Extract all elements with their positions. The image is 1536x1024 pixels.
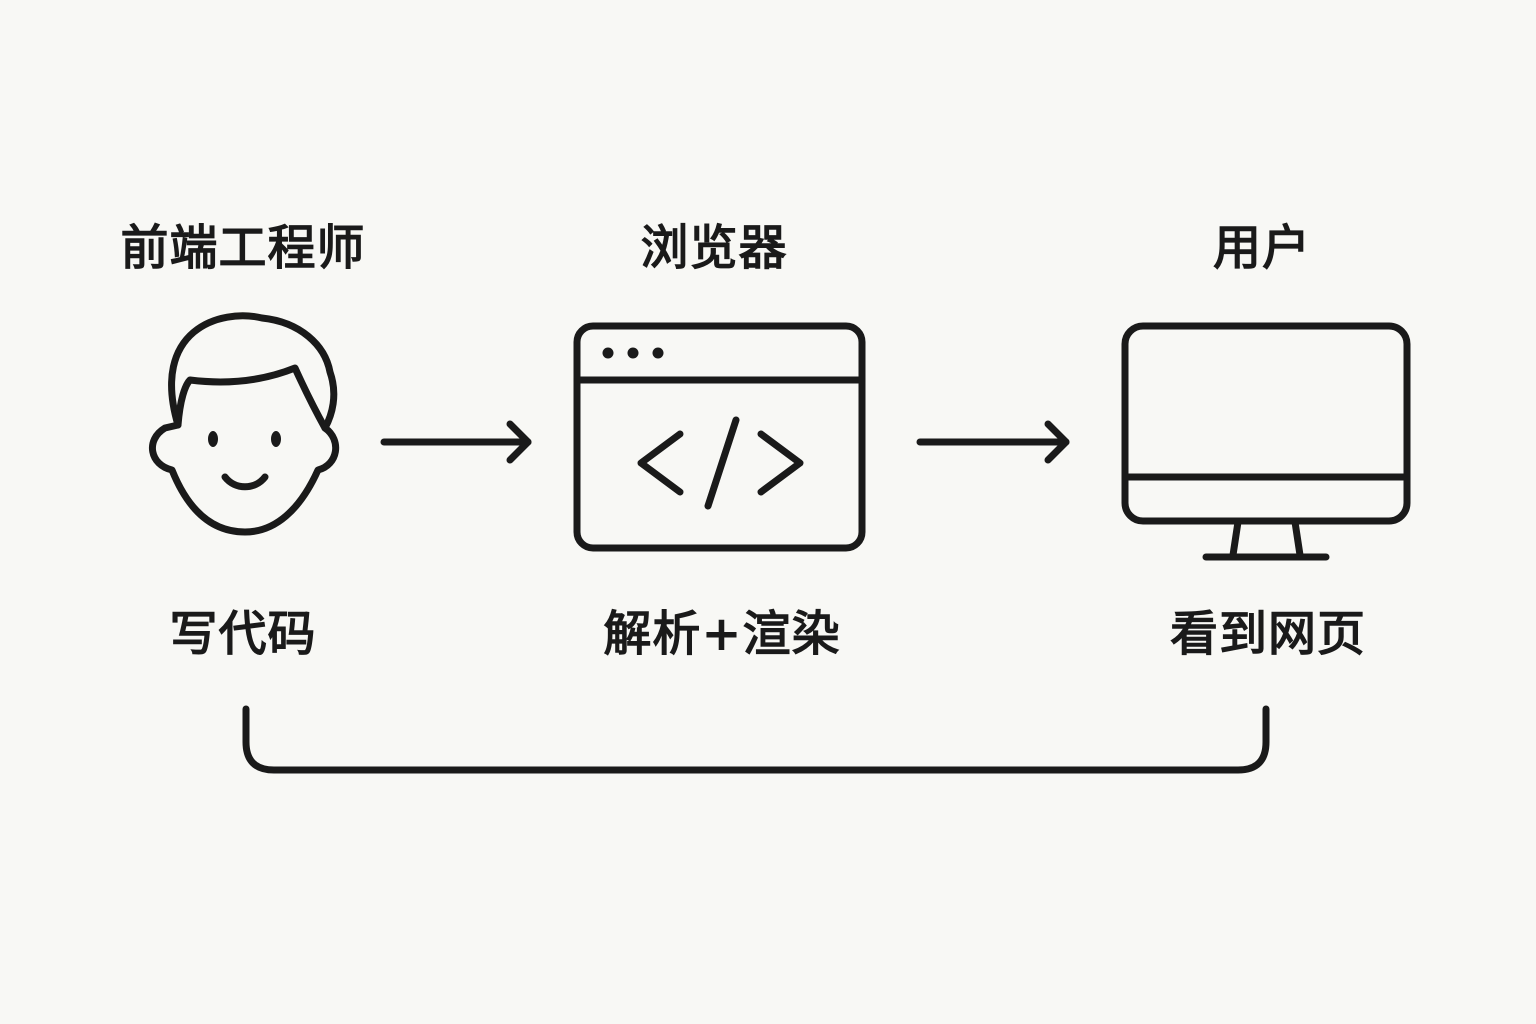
right-eye (271, 431, 281, 447)
head-outline (148, 312, 340, 536)
arrow-browser-to-user (916, 420, 1070, 464)
window-dot (627, 347, 639, 359)
node-caption-developer: 写代码 (169, 606, 317, 662)
node-title-user: 用户 (1212, 220, 1312, 276)
monitor-stand-right (1291, 518, 1304, 559)
code-bracket-right (757, 430, 804, 496)
window-dot (602, 347, 614, 359)
developer-face-icon (148, 312, 340, 536)
node-caption-user: 看到网页 (1169, 606, 1367, 662)
monitor-icon (1121, 322, 1411, 561)
monitor-stand-left (1229, 518, 1242, 559)
node-title-browser: 浏览器 (640, 220, 788, 276)
browser-code-icon (573, 322, 866, 552)
hair-line (174, 364, 329, 432)
browser-window (573, 322, 866, 552)
window-dot (652, 347, 664, 359)
node-caption-browser: 解析+渲染 (603, 606, 841, 662)
code-slash (704, 416, 740, 510)
monitor-screen (1121, 322, 1411, 525)
feedback-bracket (242, 705, 1270, 774)
code-bracket-left (637, 430, 684, 496)
arrow-developer-to-browser (380, 420, 532, 464)
node-title-developer: 前端工程师 (120, 220, 366, 276)
smile (221, 473, 269, 491)
left-eye (208, 431, 218, 447)
